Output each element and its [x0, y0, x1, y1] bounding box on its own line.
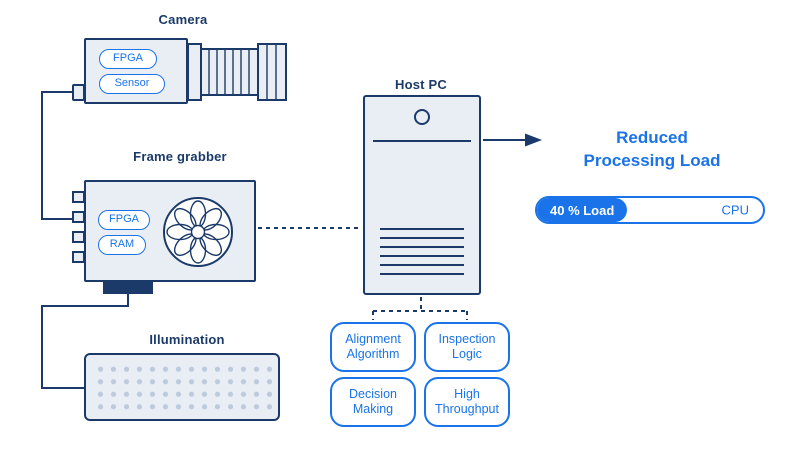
power-button-icon — [414, 109, 430, 125]
result-title: Reduced Processing Load — [538, 127, 766, 173]
host-pc-label: Host PC — [395, 77, 447, 92]
grabber-chip-fpga: FPGA — [98, 210, 150, 230]
block-inspection-logic: Inspection Logic — [424, 322, 510, 372]
block-alignment-algorithm: Alignment Algorithm — [330, 322, 416, 372]
camera-chip-sensor: Sensor — [99, 74, 165, 94]
block-decision-making: Decision Making — [330, 377, 416, 427]
arrow-right-icon — [525, 133, 542, 147]
cpu-load-label: 40 % Load — [550, 202, 615, 218]
grabber-edge-connector — [103, 282, 153, 294]
cpu-load-fill: 40 % Load — [537, 198, 628, 222]
led-array-icon — [91, 360, 273, 414]
result-title-line1: Reduced — [616, 128, 688, 147]
cpu-label: CPU — [721, 202, 749, 218]
vent-lines-icon — [380, 228, 464, 278]
frame-grabber-board: FPGA RAM — [84, 180, 256, 282]
grabber-chip-ram: RAM — [98, 235, 146, 255]
camera-lens-icon — [187, 43, 287, 101]
tower-divider-line — [373, 140, 471, 142]
camera-body: FPGA Sensor — [84, 38, 188, 104]
camera-label: Camera — [158, 12, 208, 27]
illumination-panel — [84, 353, 280, 421]
fan-icon — [163, 197, 233, 267]
grabber-to-illumination-line — [41, 293, 129, 389]
illumination-label: Illumination — [149, 332, 225, 347]
cpu-load-bar: 40 % Load CPU — [535, 196, 765, 224]
camera-to-grabber-line — [41, 91, 74, 220]
block-high-throughput: High Throughput — [424, 377, 510, 427]
camera-chip-fpga: FPGA — [99, 49, 157, 69]
frame-grabber-label: Frame grabber — [133, 149, 227, 164]
result-title-line2: Processing Load — [583, 150, 721, 170]
camera-connector-tab — [72, 84, 85, 101]
host-pc-tower — [363, 95, 481, 295]
